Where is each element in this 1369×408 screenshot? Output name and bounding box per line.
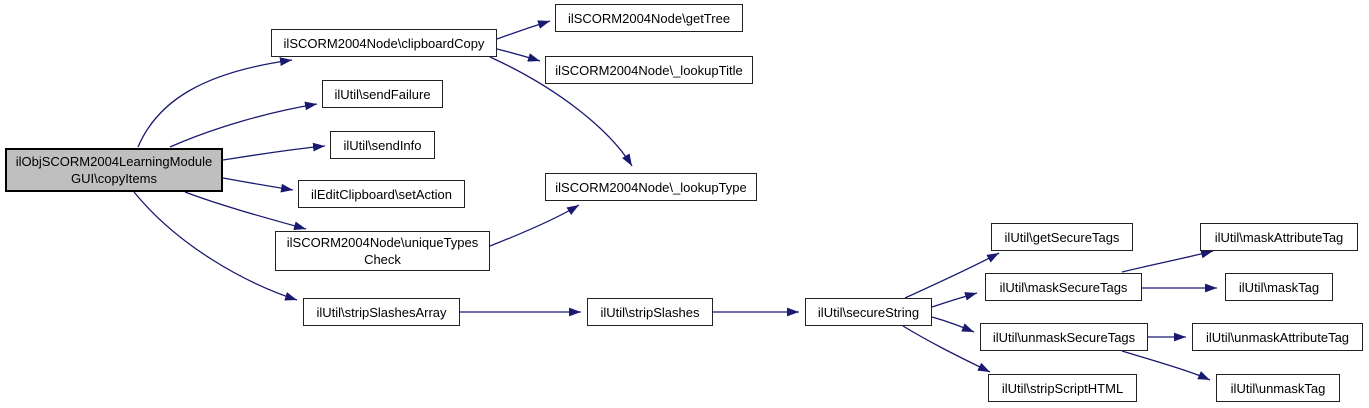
node-ilutil-stripslashesarray[interactable]: ilUtil\stripSlashesArray <box>303 298 460 326</box>
node-ilutil-stripslashes[interactable]: ilUtil\stripSlashes <box>587 298 713 326</box>
node-ilscorm2004node-clipboardcopy[interactable]: ilSCORM2004Node\clipboardCopy <box>271 29 497 57</box>
node-ilutil-unmaskattributetag[interactable]: ilUtil\unmaskAttributeTag <box>1192 323 1363 351</box>
node-label-line2: GUI\copyItems <box>71 171 157 186</box>
node-label-line2: Check <box>364 252 401 267</box>
edge-securestring-stripscripthtml <box>902 325 991 373</box>
edge-copyitems-stripslashesarray <box>133 191 298 301</box>
node-ilscorm2004node-lookuptitle[interactable]: ilSCORM2004Node\_lookupTitle <box>545 56 753 84</box>
edge-unmasksecuretags-unmasktag <box>1121 350 1211 381</box>
edge-uniquetypescheck-lookuptype <box>489 204 580 247</box>
node-ilobjscorm2004learningmodulegui-copyitems[interactable]: ilObjSCORM2004LearningModule GUI\copyIte… <box>5 148 223 192</box>
edge-copyitems-setaction <box>222 177 294 193</box>
edge-copyitems-sendinfo <box>222 142 326 161</box>
node-ilutil-stripscripthtml[interactable]: ilUtil\stripScriptHTML <box>988 374 1137 402</box>
node-ilscorm2004node-gettree[interactable]: ilSCORM2004Node\getTree <box>555 4 743 32</box>
edge-masksecuretags-maskattributetag <box>1121 249 1214 273</box>
edge-copyitems-clipboardcopy <box>137 57 293 148</box>
node-ilutil-sendinfo[interactable]: ilUtil\sendInfo <box>330 131 435 159</box>
node-ilutil-maskattributetag[interactable]: ilUtil\maskAttributeTag <box>1200 223 1358 251</box>
node-label-line1: ilSCORM2004Node\uniqueTypes <box>286 235 479 250</box>
edge-clipboardcopy-lookuptype <box>489 56 633 167</box>
edge-securestring-unmasksecuretags <box>931 316 975 333</box>
edge-copyitems-sendfailure <box>169 101 318 148</box>
node-ilscorm2004node-lookuptype[interactable]: ilSCORM2004Node\_lookupType <box>545 173 757 201</box>
node-ilutil-unmasksecuretags[interactable]: ilUtil\unmaskSecureTags <box>980 323 1148 351</box>
node-label-line1: ilObjSCORM2004LearningModule <box>15 154 213 169</box>
node-ilutil-sendfailure[interactable]: ilUtil\sendFailure <box>322 80 443 108</box>
node-ilutil-unmasktag[interactable]: ilUtil\unmaskTag <box>1216 374 1340 402</box>
node-ilutil-masktag[interactable]: ilUtil\maskTag <box>1225 273 1333 301</box>
edge-clipboardcopy-gettree <box>496 20 551 40</box>
edge-copyitems-uniquetypescheck <box>184 191 307 231</box>
edge-clipboardcopy-lookuptitle <box>496 48 541 62</box>
node-ilutil-securestring[interactable]: ilUtil\secureString <box>805 298 932 326</box>
node-ilutil-getsecuretags[interactable]: ilUtil\getSecureTags <box>991 223 1133 251</box>
node-ileditclipboard-setaction[interactable]: ilEditClipboard\setAction <box>298 180 465 208</box>
node-ilutil-masksecuretags[interactable]: ilUtil\maskSecureTags <box>985 273 1142 301</box>
node-ilscorm2004node-uniquetypescheck[interactable]: ilSCORM2004Node\uniqueTypes Check <box>275 231 490 271</box>
edge-securestring-getsecuretags <box>904 252 1000 299</box>
edge-securestring-masksecuretags <box>931 292 978 308</box>
